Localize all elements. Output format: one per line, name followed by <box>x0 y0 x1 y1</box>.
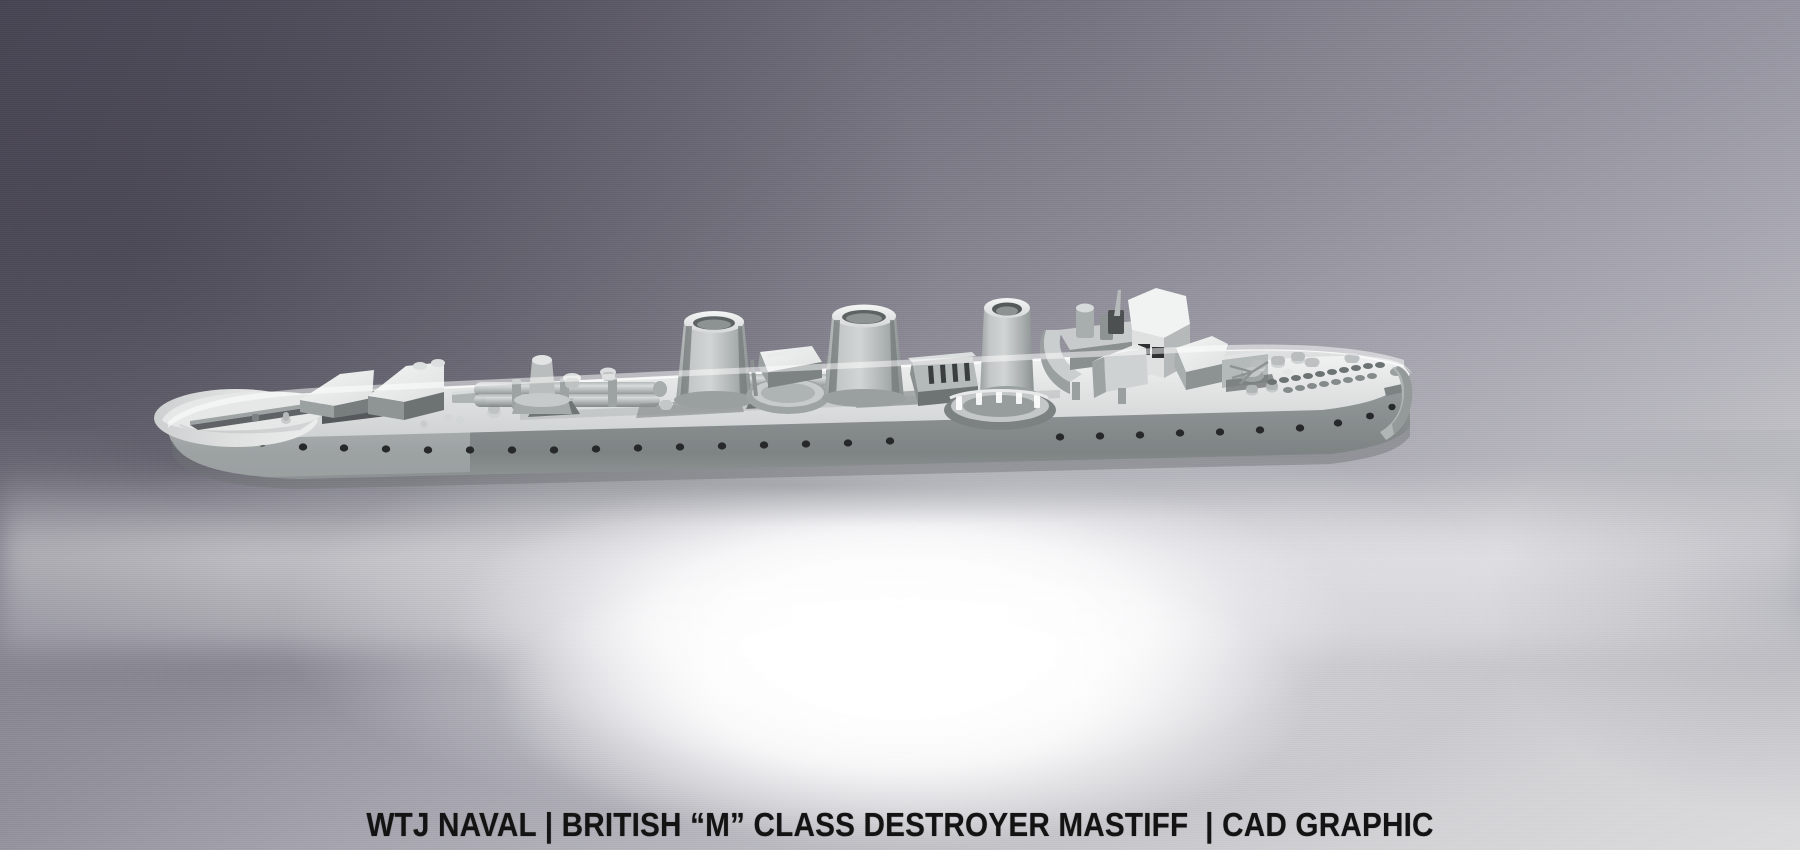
aft-deckhouse-side <box>368 396 404 420</box>
aft-house-vent-b <box>431 359 445 367</box>
house-louvres <box>928 362 971 384</box>
mast <box>1114 290 1121 316</box>
fwd-vent-a-body <box>1305 358 1319 367</box>
platform-inner <box>761 383 815 403</box>
fwd-vent-b-body <box>1345 354 1359 363</box>
deck-bollard-mid-body <box>660 400 672 410</box>
charthouse-side <box>1092 356 1106 398</box>
stern-bollard <box>252 414 259 421</box>
aft-gun-shield-side <box>300 400 334 418</box>
funnel-fwd-body <box>980 308 1034 394</box>
funnel-fwd-mouth-inner <box>996 306 1018 316</box>
platform-rail <box>949 389 1049 400</box>
stern-vent-body <box>283 412 289 421</box>
fwd-gun-shield <box>1176 336 1228 372</box>
bollard-a <box>444 414 452 422</box>
deck-top-light <box>168 344 1404 428</box>
fwd-gun-shield-face <box>1186 364 1222 390</box>
forecastle-fittings <box>1174 336 1404 396</box>
bollard-b <box>456 416 464 424</box>
funnel-aft-collar <box>674 391 754 409</box>
fwd-fitting-small <box>1283 368 1293 376</box>
midship-house-end <box>910 360 918 404</box>
funnel-aft-pipe-l <box>680 326 692 400</box>
hull-side <box>168 374 1410 479</box>
aft-deckhouse-face <box>404 392 444 420</box>
capstan <box>1229 360 1269 385</box>
funnel-fwd <box>977 298 1037 402</box>
anchor-chains <box>1267 362 1385 393</box>
ventilator-base-top <box>514 393 570 407</box>
stem-shadow <box>1392 366 1413 434</box>
wheelhouse-roof <box>1128 288 1190 338</box>
bridge-screen-aft-face <box>1039 330 1070 394</box>
stern-deck-shade <box>179 406 336 434</box>
bow-stem <box>1380 366 1413 440</box>
funnel-mid-body <box>824 316 904 398</box>
funnel-aft-body <box>676 322 752 400</box>
floor-hotspot-core <box>490 550 1310 850</box>
funnel-aft-mouth-inner <box>697 319 731 330</box>
aft-structure <box>300 359 501 428</box>
bridge-leg-a <box>1072 382 1080 400</box>
forward-platform <box>944 389 1056 430</box>
funnel-aft-pipe-r <box>738 326 748 400</box>
fwd-gun-shield-side <box>1174 348 1186 390</box>
platform-stanchions <box>956 389 1040 410</box>
bridge-structure <box>1039 288 1190 404</box>
davit-aft <box>750 359 758 397</box>
aft-deckhouse <box>368 362 444 402</box>
midship-fittings <box>512 355 673 414</box>
bollard-c <box>420 420 428 428</box>
ships-boat-hull <box>760 346 822 372</box>
bridge-searchlight-top <box>1076 303 1094 313</box>
hull-bottom-shade <box>172 426 1410 489</box>
bridge-searchlight <box>1076 308 1094 338</box>
hawse-plate <box>1384 384 1404 396</box>
funnel-mid <box>822 304 906 407</box>
bridge-leg-b <box>1118 388 1126 404</box>
funnel-mid-mouth-inner <box>846 313 882 324</box>
ships-boat-gunwale <box>766 348 808 358</box>
stern-deck-plate-top <box>190 402 318 425</box>
ventilator-cap <box>532 355 552 365</box>
portholes <box>217 403 1396 454</box>
funnel-aft <box>674 311 754 409</box>
capstan-bars <box>1229 360 1269 385</box>
caption-text: WTJ NAVAL | BRITISH “M” CLASS DESTROYER … <box>366 806 1434 843</box>
funnel-mid-pipe-r <box>890 320 900 398</box>
breakwater-top <box>1222 350 1272 360</box>
aft-gun-shield-face <box>334 398 372 418</box>
breakwater-shadow <box>1226 374 1276 392</box>
charthouse <box>1104 348 1148 392</box>
stern-fittings <box>190 402 326 430</box>
funnel-mid-pipe-l <box>828 320 840 398</box>
aft-house-vent-a <box>413 362 427 370</box>
funnel-mid-collar <box>822 389 906 407</box>
